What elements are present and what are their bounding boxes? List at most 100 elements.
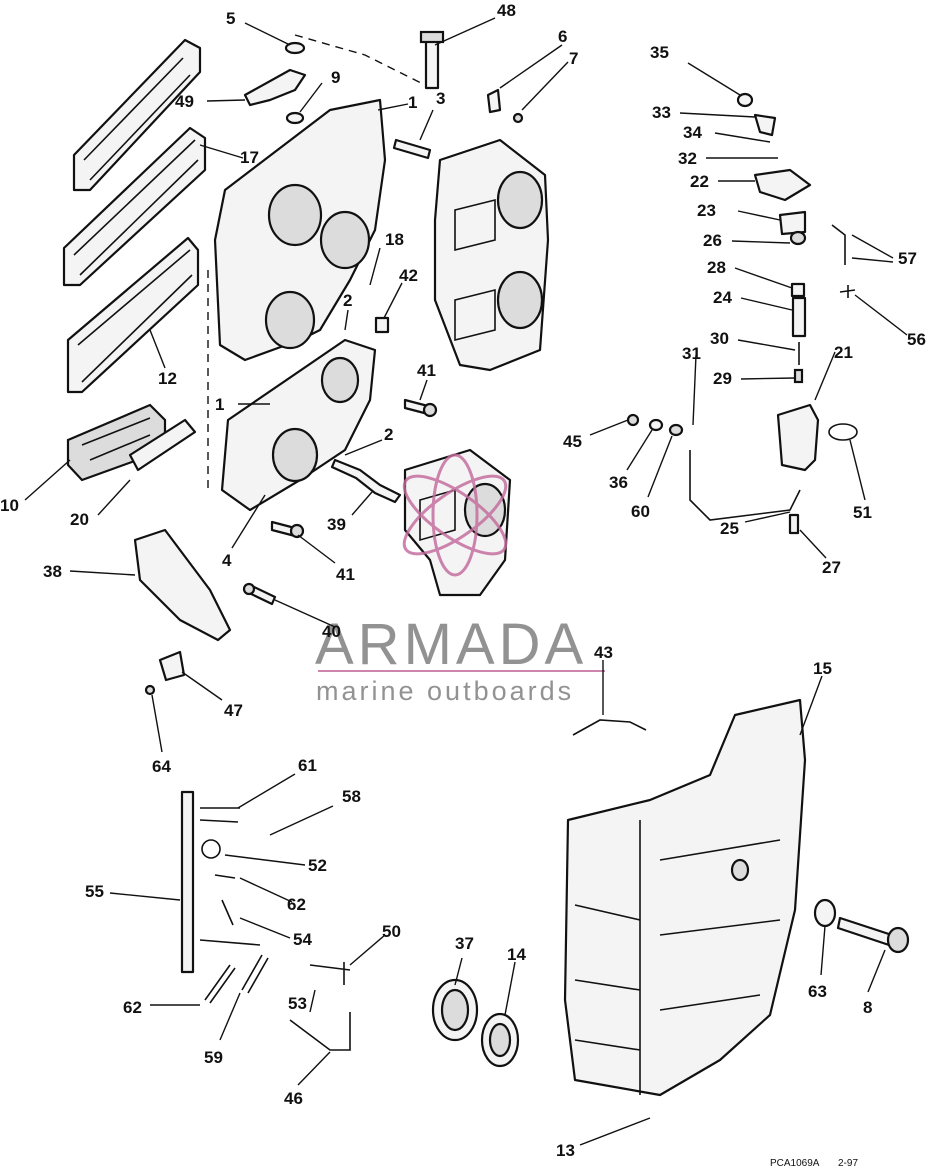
spring-29	[793, 368, 804, 384]
callout-24: 24	[713, 288, 732, 307]
callout-30: 30	[710, 329, 729, 348]
hose-43	[572, 719, 647, 736]
grommet-37	[431, 978, 479, 1042]
callout-31: 31	[682, 344, 701, 363]
callout-43: 43	[594, 643, 613, 662]
bolt-41a	[403, 398, 438, 418]
callout-33: 33	[652, 103, 671, 122]
hose-46	[289, 1012, 351, 1051]
callout-10: 10	[0, 496, 19, 515]
callout-2b: 2	[384, 425, 393, 444]
callout-8: 8	[863, 998, 872, 1017]
callout-57: 57	[898, 249, 917, 268]
screw-45	[626, 413, 640, 427]
callout-15: 15	[813, 659, 832, 678]
solenoid-21	[776, 403, 820, 472]
callout-46: 46	[284, 1089, 303, 1108]
clamp-51	[828, 423, 858, 441]
callout-2a: 2	[343, 291, 352, 310]
cover-22	[753, 168, 812, 202]
bolt-41b	[270, 520, 305, 539]
tee-56	[839, 285, 856, 298]
callout-22: 22	[690, 172, 709, 191]
callout-18: 18	[385, 230, 404, 249]
callout-25: 25	[720, 519, 739, 538]
armada-logo-mark	[402, 453, 508, 577]
bolt-48	[419, 30, 445, 90]
callout-41a: 41	[417, 361, 436, 380]
callout-12: 12	[158, 369, 177, 388]
callout-61: 61	[298, 756, 317, 775]
hose-59	[241, 954, 269, 994]
intake-manifold-1	[213, 98, 387, 512]
callout-47: 47	[224, 701, 243, 720]
callout-45: 45	[563, 432, 582, 451]
callout-60: 60	[631, 502, 650, 521]
linkage-49	[243, 68, 307, 107]
callout-51: 51	[853, 503, 872, 522]
drawing-date: 2-97	[838, 1158, 858, 1169]
callout-28: 28	[707, 258, 726, 277]
carburetor-upper	[433, 138, 550, 372]
callout-36: 36	[609, 473, 628, 492]
callout-26: 26	[703, 231, 722, 250]
screw-8	[836, 916, 910, 954]
callout-38: 38	[43, 562, 62, 581]
callout-42: 42	[399, 266, 418, 285]
callout-50: 50	[382, 922, 401, 941]
callout-35: 35	[650, 43, 669, 62]
callout-13: 13	[556, 1141, 575, 1160]
callout-14: 14	[507, 945, 526, 964]
wire-25	[689, 450, 801, 521]
silencer-15	[563, 698, 807, 1097]
bolt-40	[242, 582, 277, 606]
callout-37: 37	[455, 934, 474, 953]
stud-3	[392, 138, 432, 160]
callout-5: 5	[226, 9, 235, 28]
washer-36	[648, 418, 664, 432]
callout-63: 63	[808, 982, 827, 1001]
seal-14	[480, 1012, 520, 1068]
callout-64: 64	[152, 757, 171, 776]
fuel-rail-55	[180, 790, 261, 974]
armada-watermark: ARMADA marine outboards	[315, 453, 605, 706]
plate-20	[128, 418, 197, 472]
nut-60	[668, 423, 684, 437]
watermark-brand: ARMADA	[315, 612, 587, 677]
connector-27	[788, 513, 800, 535]
callout-17: 17	[240, 148, 259, 167]
callout-62a: 62	[287, 895, 306, 914]
callout-34: 34	[683, 123, 702, 142]
piston-24	[791, 296, 807, 338]
tube-57	[831, 224, 846, 265]
drawing-code: PCA1069A	[770, 1158, 820, 1169]
washer-5	[284, 41, 306, 55]
clip-6	[486, 88, 502, 114]
callout-21: 21	[834, 343, 853, 362]
callout-58: 58	[342, 787, 361, 806]
callout-3: 3	[436, 89, 445, 108]
callout-23: 23	[697, 201, 716, 220]
bracket-38	[133, 528, 232, 642]
callout-56: 56	[907, 330, 926, 349]
callout-6: 6	[558, 27, 567, 46]
callout-1a: 1	[408, 93, 417, 112]
screw-7	[512, 112, 524, 124]
cup-28	[790, 282, 806, 298]
callout-52: 52	[308, 856, 327, 875]
gasket-17	[62, 38, 207, 394]
fitting-42	[374, 316, 390, 334]
tee-50	[309, 962, 351, 985]
callout-32: 32	[678, 149, 697, 168]
callout-39: 39	[327, 515, 346, 534]
grommet-63	[813, 898, 837, 928]
callout-41b: 41	[336, 565, 355, 584]
fitting-33	[753, 113, 777, 137]
callout-7: 7	[569, 49, 578, 68]
callout-4: 4	[222, 551, 232, 570]
callout-59: 59	[204, 1048, 223, 1067]
callout-54: 54	[293, 930, 312, 949]
leader-lines	[24, 17, 908, 1146]
